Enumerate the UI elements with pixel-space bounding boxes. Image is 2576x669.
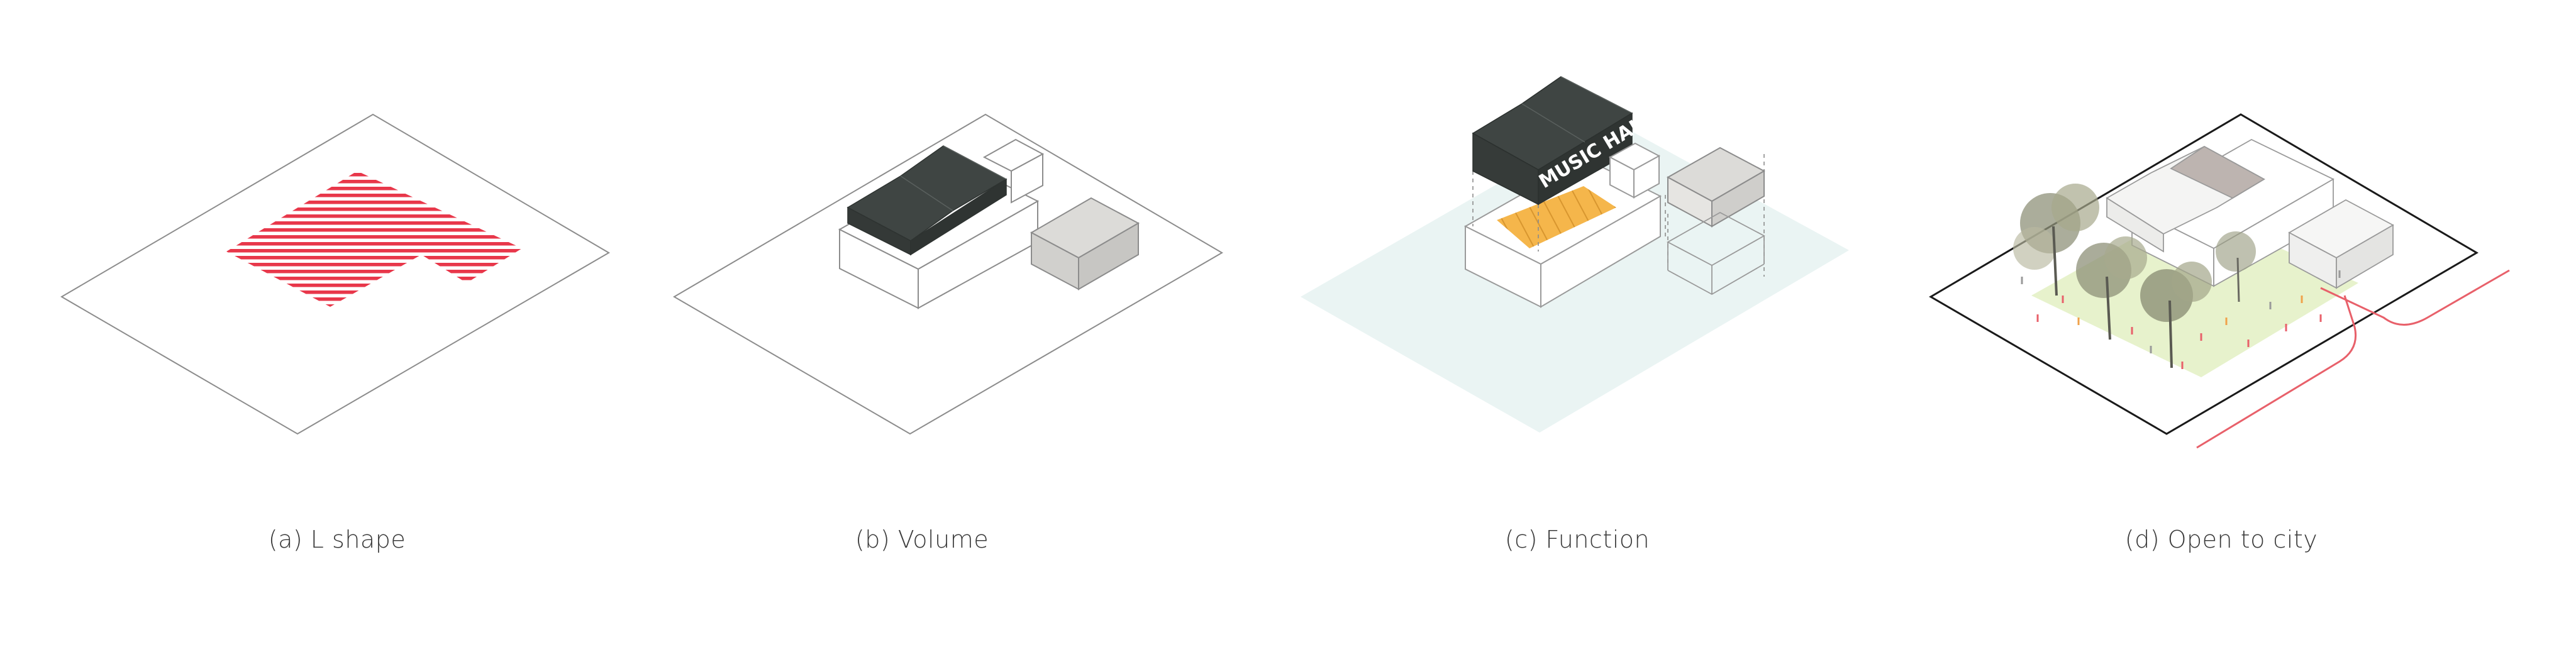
- caption-a: (a) L shape: [268, 526, 406, 553]
- caption-c: (c) Function: [1504, 526, 1650, 553]
- l-shape-footprint: [226, 171, 522, 307]
- grey-annex-volume: [1030, 197, 1140, 290]
- trees: [2013, 184, 2256, 368]
- small-service-box: [1608, 142, 1661, 199]
- stage-floor: [1497, 186, 1616, 248]
- access-path: [2320, 269, 2510, 326]
- caption-b: (b) Volume: [855, 526, 989, 553]
- site-plot-outline: [1929, 113, 2479, 435]
- access-path: [2196, 295, 2357, 449]
- grey-annex-lifted: [1666, 147, 1766, 228]
- raised-hall-roof: MUSIC HALL: [1472, 76, 1658, 206]
- people-markers: [2021, 270, 2341, 369]
- panel-c-function: MUSIC HALL: [1301, 76, 1849, 433]
- caption-d: (d) Open to city: [2124, 526, 2318, 553]
- annex-frame-outline: [1667, 211, 1765, 296]
- hall-volume-dark: [847, 145, 1008, 256]
- panel-d-open-to-city: [1929, 113, 2510, 449]
- projection-lines: [1472, 151, 1765, 277]
- panel-a-l-shape: [60, 113, 610, 435]
- panel-b-volume: [673, 113, 1223, 435]
